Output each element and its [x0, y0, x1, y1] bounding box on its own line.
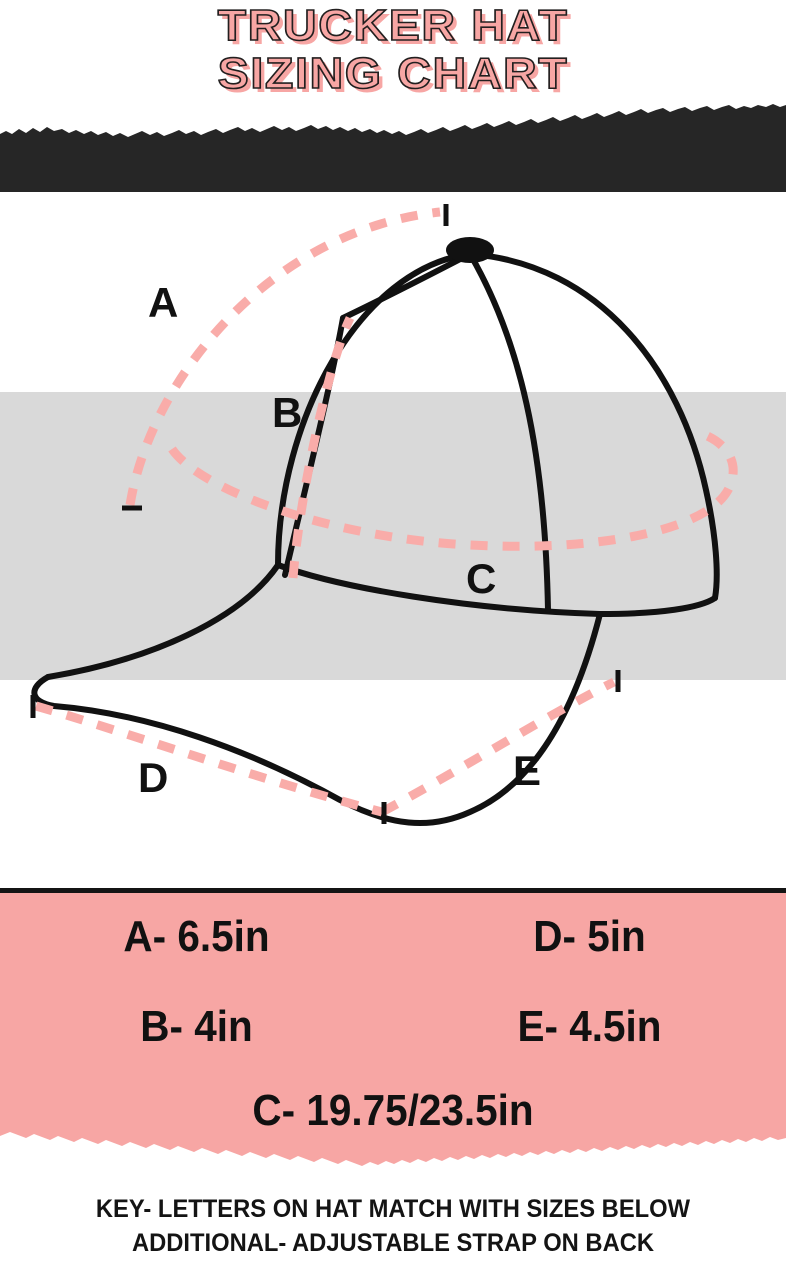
- measurements-panel: A- 6.5in D- 5in B- 4in E- 4.5in C- 19.75…: [0, 888, 786, 1176]
- measure-line-e: [379, 677, 616, 816]
- hat-letter-c: C: [466, 555, 497, 602]
- measure-line-b: [288, 316, 355, 579]
- measurements-row-1: A- 6.5in D- 5in: [0, 912, 786, 962]
- measurement-d: D- 5in: [533, 912, 646, 961]
- torn-black-band: [0, 104, 786, 192]
- hat-letter-e: E: [513, 747, 542, 794]
- title-line-2: SIZING CHART: [217, 49, 569, 98]
- hat-letter-b: B: [272, 389, 303, 436]
- grey-background-stripe: [0, 392, 786, 680]
- measure-line-d: [34, 701, 384, 817]
- measurement-c: C- 19.75/23.5in: [252, 1086, 534, 1135]
- measurement-e: E- 4.5in: [517, 1002, 662, 1051]
- measurements-row-3: C- 19.75/23.5in: [0, 1086, 786, 1136]
- measurements-background: [0, 888, 786, 1176]
- page-title: TRUCKER HAT SIZING CHART: [0, 1, 786, 98]
- hat-letter-a: A: [148, 279, 179, 326]
- key-line-1: KEY- LETTERS ON HAT MATCH WITH SIZES BEL…: [95, 1195, 691, 1223]
- measurements-row-2: B- 4in E- 4.5in: [0, 1002, 786, 1052]
- title-line-1: TRUCKER HAT: [217, 1, 569, 50]
- measurement-b: B- 4in: [140, 1002, 253, 1051]
- measure-line-c: [168, 428, 738, 551]
- measurements-content: A- 6.5in D- 5in B- 4in E- 4.5in C- 19.75…: [0, 888, 786, 1176]
- key-footer: KEY- LETTERS ON HAT MATCH WITH SIZES BEL…: [0, 1192, 786, 1260]
- measure-line-a: [125, 207, 441, 506]
- crown-button: [446, 237, 494, 263]
- hat-illustration: [0, 190, 786, 890]
- key-line-2: ADDITIONAL- ADJUSTABLE STRAP ON BACK: [131, 1229, 655, 1257]
- hat-letter-d: D: [138, 754, 169, 801]
- measurement-a: A- 6.5in: [123, 912, 270, 961]
